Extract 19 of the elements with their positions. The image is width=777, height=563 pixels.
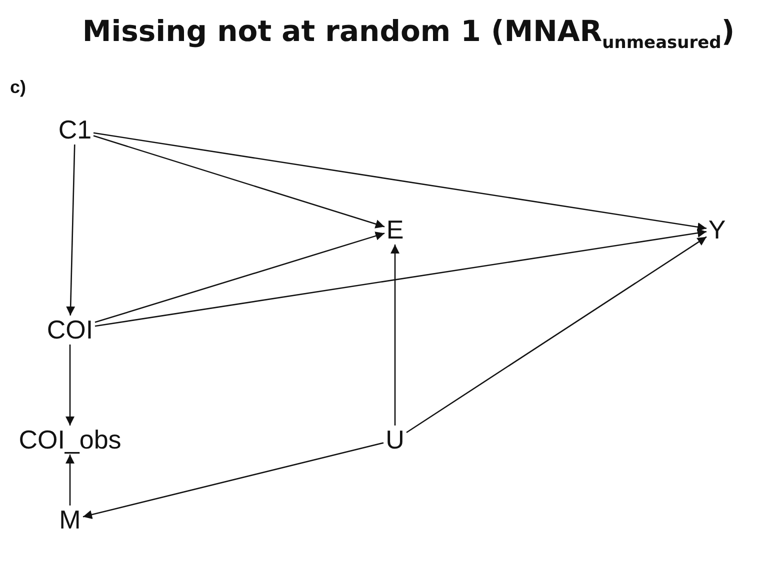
arrow	[390, 244, 400, 426]
arrow	[94, 232, 385, 323]
arrow	[66, 144, 76, 316]
arrow	[406, 236, 707, 434]
diagram-title: Missing not at random 1 (MNAR$_{unmeasured}$)	[81, 14, 736, 53]
arrow	[66, 454, 74, 506]
variable-label: COI_obs	[16, 426, 124, 454]
arrow	[93, 132, 707, 232]
arrow	[82, 442, 384, 520]
arrow	[93, 135, 385, 228]
arrow	[94, 228, 707, 327]
variable-label: C1	[56, 116, 94, 144]
variable-label: E	[384, 216, 406, 244]
panel-label: c)	[10, 77, 26, 98]
variable-label: Y	[706, 216, 728, 244]
arrow	[66, 344, 74, 426]
variable-label: U	[384, 426, 406, 454]
variable-label: M	[57, 506, 83, 534]
variable-label: COI	[44, 316, 96, 344]
